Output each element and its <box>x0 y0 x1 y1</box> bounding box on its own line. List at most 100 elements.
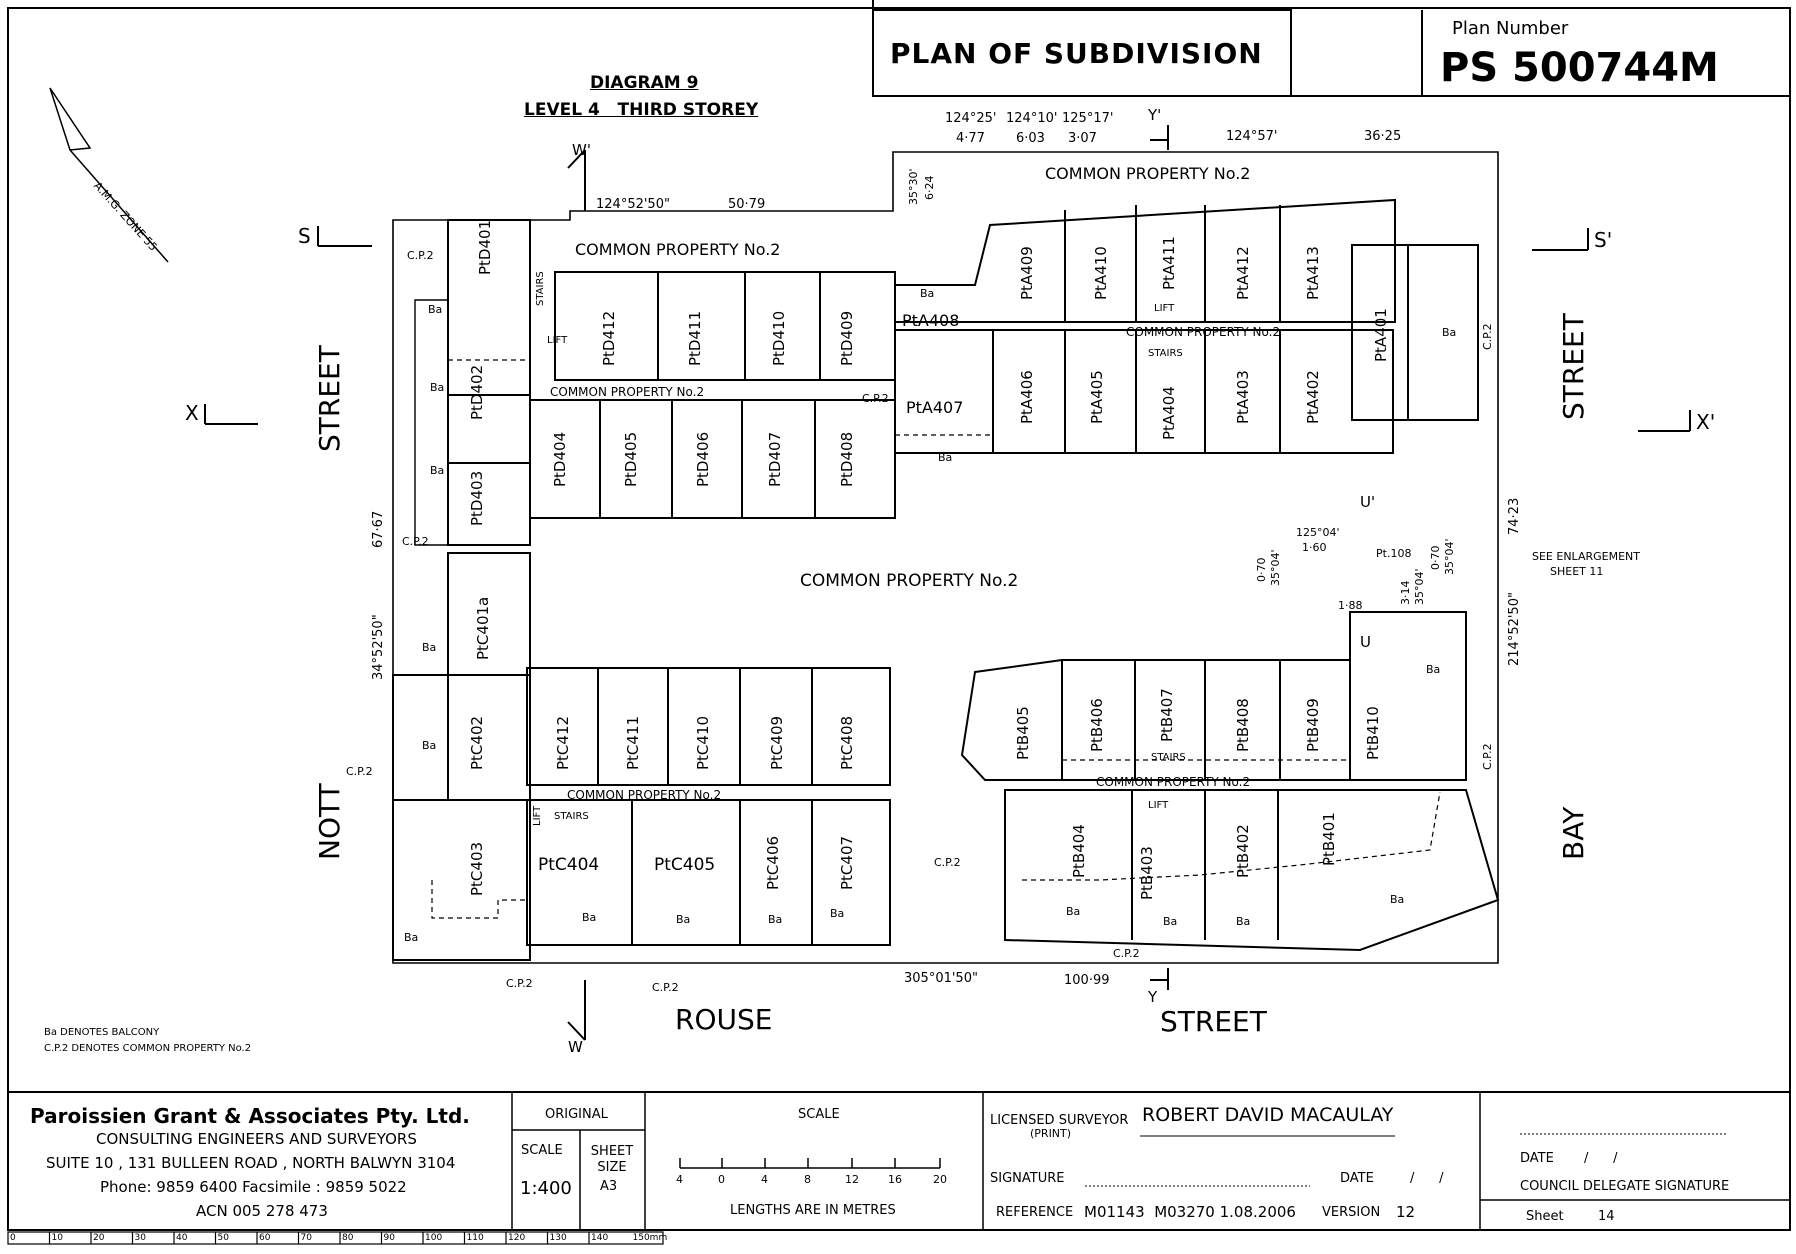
cp2-top: COMMON PROPERTY No.2 <box>1045 164 1251 183</box>
ba-8: Ba <box>676 913 691 926</box>
dim-right-bearing: 214°52'50" <box>1507 592 1522 666</box>
cp2-c-corridor: COMMON PROPERTY No.2 <box>567 788 722 802</box>
firm-address: SUITE 10 , 131 BULLEEN ROAD , NORTH BALW… <box>46 1154 456 1172</box>
pt108-label: Pt.108 <box>1376 547 1412 560</box>
enl-4: 35°04' <box>1413 568 1426 605</box>
ba-5: Ba <box>422 739 437 752</box>
section-s: S <box>298 224 311 248</box>
dim-dist-2: 6·03 <box>1016 131 1045 146</box>
legend-cp2: C.P.2 DENOTES COMMON PROPERTY No.2 <box>44 1043 252 1054</box>
lot-a403: PtA403 <box>1234 370 1252 424</box>
cp2-b-corridor: COMMON PROPERTY No.2 <box>1096 775 1251 789</box>
stairs-c: STAIRS <box>554 811 589 822</box>
section-u-prime: U' <box>1360 493 1376 511</box>
cp2-short-3: C.P.2 <box>862 392 889 405</box>
north-arrow <box>49 87 169 263</box>
lot-a410: PtA410 <box>1092 246 1110 300</box>
lot-d408: PtD408 <box>838 431 856 487</box>
lot-b402: PtB402 <box>1234 824 1252 878</box>
lot-c401a: PtC401a <box>474 596 492 660</box>
site-boundary <box>392 151 1499 964</box>
lot-b409: PtB409 <box>1304 698 1322 752</box>
street-left-label: STREET <box>313 345 346 452</box>
firm-phone: Phone: 9859 6400 Facsimile : 9859 5022 <box>100 1178 407 1196</box>
ba-9: Ba <box>768 913 783 926</box>
dim-bearing-3: 125°17' <box>1062 111 1114 126</box>
sheet-frame <box>7 7 1791 1231</box>
enl-distance: 1·60 <box>1302 541 1327 554</box>
plan-number: PS 500744M <box>1440 45 1719 91</box>
lot-d412: PtD412 <box>600 310 618 366</box>
stairs-a: STAIRS <box>1148 348 1183 359</box>
lot-c411: PtC411 <box>624 715 642 770</box>
lot-b401: PtB401 <box>1320 812 1338 866</box>
lot-c408: PtC408 <box>838 715 856 770</box>
lot-b404: PtB404 <box>1070 824 1088 878</box>
ba-10: Ba <box>830 907 845 920</box>
lot-b406: PtB406 <box>1088 698 1106 752</box>
dim-left-distance: 67·67 <box>371 510 386 548</box>
scale-tick-2: 0 <box>718 1173 725 1186</box>
cp2-short-1: C.P.2 <box>407 249 434 262</box>
dim-top-right-bearing: 124°57' <box>1226 129 1278 144</box>
ba-12: Ba <box>1163 915 1178 928</box>
lot-a407: PtA407 <box>906 398 964 417</box>
lot-b408: PtB408 <box>1234 698 1252 752</box>
block-d <box>414 219 896 546</box>
ba-2: Ba <box>430 381 445 394</box>
lot-d409: PtD409 <box>838 310 856 366</box>
lot-a411: PtA411 <box>1160 236 1178 290</box>
lot-a409: PtA409 <box>1018 246 1036 300</box>
section-w-prime: W' <box>572 141 591 159</box>
dim-top-right-distance: 36·25 <box>1364 129 1402 144</box>
dim-left-bearing: 34°52'50" <box>371 614 386 680</box>
lot-d404: PtD404 <box>551 431 569 487</box>
scale-label: SCALE <box>521 1143 563 1158</box>
sheet-value: 14 <box>1598 1209 1615 1224</box>
enl-5: 0·70 <box>1429 545 1442 571</box>
ruler-mark: 40 <box>176 1233 188 1243</box>
scale-tick-4: 8 <box>804 1173 811 1186</box>
lot-a406: PtA406 <box>1018 370 1036 424</box>
print-label: (PRINT) <box>1030 1127 1072 1140</box>
scale-tick-5: 12 <box>845 1173 859 1186</box>
ruler-mark: 70 <box>300 1233 312 1243</box>
ruler-mark: 10 <box>51 1233 63 1243</box>
lot-a413: PtA413 <box>1304 246 1322 300</box>
ruler-mark: 0 <box>10 1233 16 1243</box>
ruler-mark: 140 <box>591 1233 609 1243</box>
cp2-short-6: C.P.2 <box>1481 743 1494 770</box>
section-marks <box>204 125 1691 1041</box>
dashed-balcony-lines <box>431 359 1441 919</box>
cp2-short-8: C.P.2 <box>506 977 533 990</box>
ruler-mark: 50 <box>217 1233 229 1243</box>
cp2-d-corridor: COMMON PROPERTY No.2 <box>550 385 705 399</box>
sheet-size-value: A3 <box>600 1179 618 1194</box>
enl-1: 0·70 <box>1255 557 1268 583</box>
ruler-mark: 110 <box>466 1233 484 1243</box>
lift-b: LIFT <box>1148 800 1169 811</box>
scale-bar <box>679 1158 941 1169</box>
dim-dist-1: 4·77 <box>956 131 985 146</box>
sheet-label: Sheet <box>1526 1209 1564 1224</box>
cp2-short-5: C.P.2 <box>346 765 373 778</box>
lot-c407: PtC407 <box>838 835 856 890</box>
ba-13: Ba <box>1236 915 1251 928</box>
cp2-short-7: C.P.2 <box>934 856 961 869</box>
block-c <box>392 552 891 961</box>
section-s-prime: S' <box>1594 228 1613 252</box>
ba-4: Ba <box>422 641 437 654</box>
dim-right-distance: 74·23 <box>1507 497 1522 535</box>
scale-value: 1:400 <box>520 1178 572 1199</box>
section-y: Y <box>1148 988 1158 1006</box>
section-x-prime: X' <box>1696 410 1716 434</box>
reference-label: REFERENCE <box>996 1205 1074 1220</box>
lot-b407: PtB407 <box>1158 688 1176 742</box>
lot-c402: PtC402 <box>468 715 486 770</box>
footer-grid <box>511 1092 1790 1230</box>
date-label: DATE <box>1340 1171 1374 1186</box>
bay-label: BAY <box>1557 806 1590 860</box>
lot-a402: PtA402 <box>1304 370 1322 424</box>
dim-bearing-2: 124°10' <box>1006 111 1058 126</box>
cp2-short-9: C.P.2 <box>652 981 679 994</box>
